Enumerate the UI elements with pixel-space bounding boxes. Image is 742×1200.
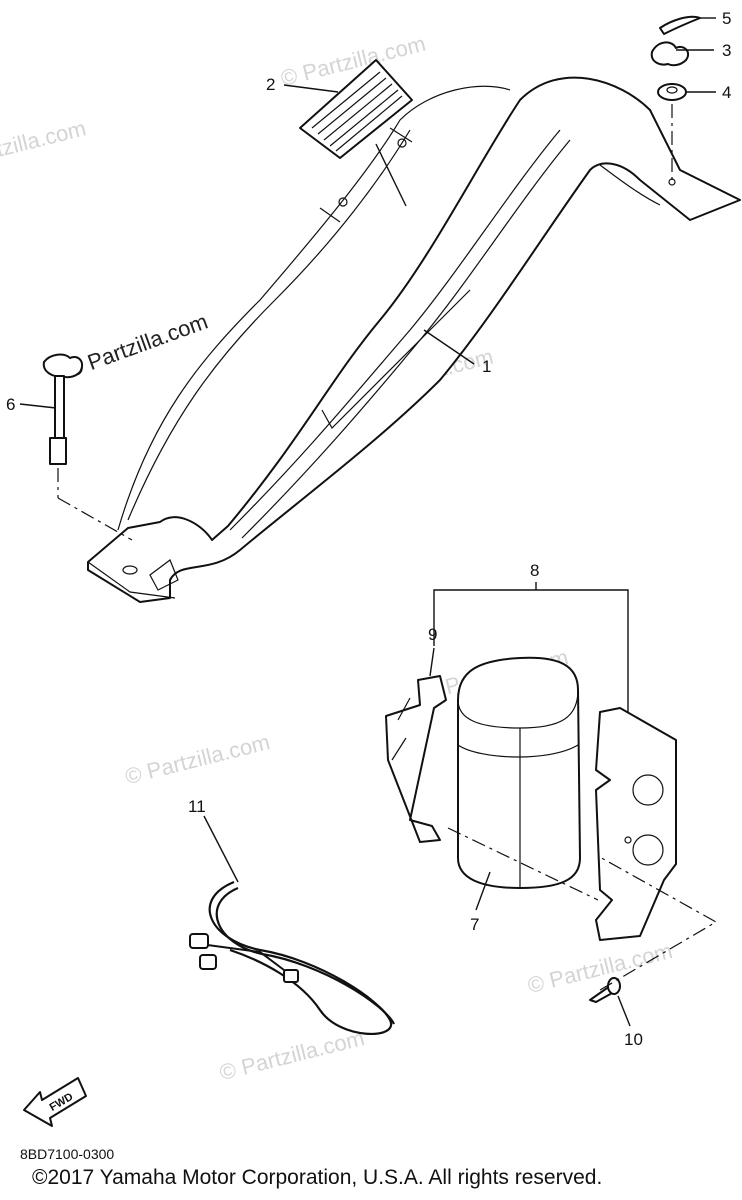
callout-8: 8: [530, 561, 539, 580]
clip-pin: [659, 15, 701, 35]
callout-11: 11: [188, 797, 206, 816]
callout-6: 6: [6, 395, 15, 414]
stud-bolt: [42, 353, 84, 465]
leader-lines: [19, 17, 716, 1027]
wire-harness: [189, 880, 395, 1036]
callout-9: 9: [428, 625, 437, 644]
fwd-arrow: FWD: [23, 1077, 87, 1127]
label-sticker: [299, 59, 413, 159]
assembly-line-rivet: [597, 855, 718, 991]
washer: [657, 83, 687, 101]
callout-4: 4: [722, 83, 731, 102]
callout-1: 1: [482, 357, 491, 376]
assembly-line-box: [447, 827, 599, 901]
wing-nut: [650, 41, 690, 67]
diagram-code: 8BD7100-0300: [20, 1146, 115, 1162]
watermark: © Partzilla.com: [0, 115, 88, 175]
fender: [87, 76, 741, 603]
callout-2: 2: [266, 75, 275, 94]
callout-labels: 1 2 3 4 5 6 7 8 9 10 11: [6, 9, 731, 1049]
callout-10: 10: [624, 1030, 643, 1049]
watermark: © Partzilla.com: [525, 938, 675, 998]
tool-box: [457, 656, 581, 889]
watermark-overlay: © Partzilla.com: [63, 309, 211, 383]
bracket: [595, 707, 677, 941]
callout-3: 3: [722, 41, 731, 60]
copyright-notice: ©2017 Yamaha Motor Corporation, U.S.A. A…: [32, 1166, 603, 1189]
strap: [385, 675, 447, 843]
callout-5: 5: [722, 9, 731, 28]
watermark: © Partzilla.com: [217, 1025, 367, 1085]
callout-7: 7: [470, 915, 479, 934]
watermark: © Partzilla.com: [123, 729, 273, 789]
